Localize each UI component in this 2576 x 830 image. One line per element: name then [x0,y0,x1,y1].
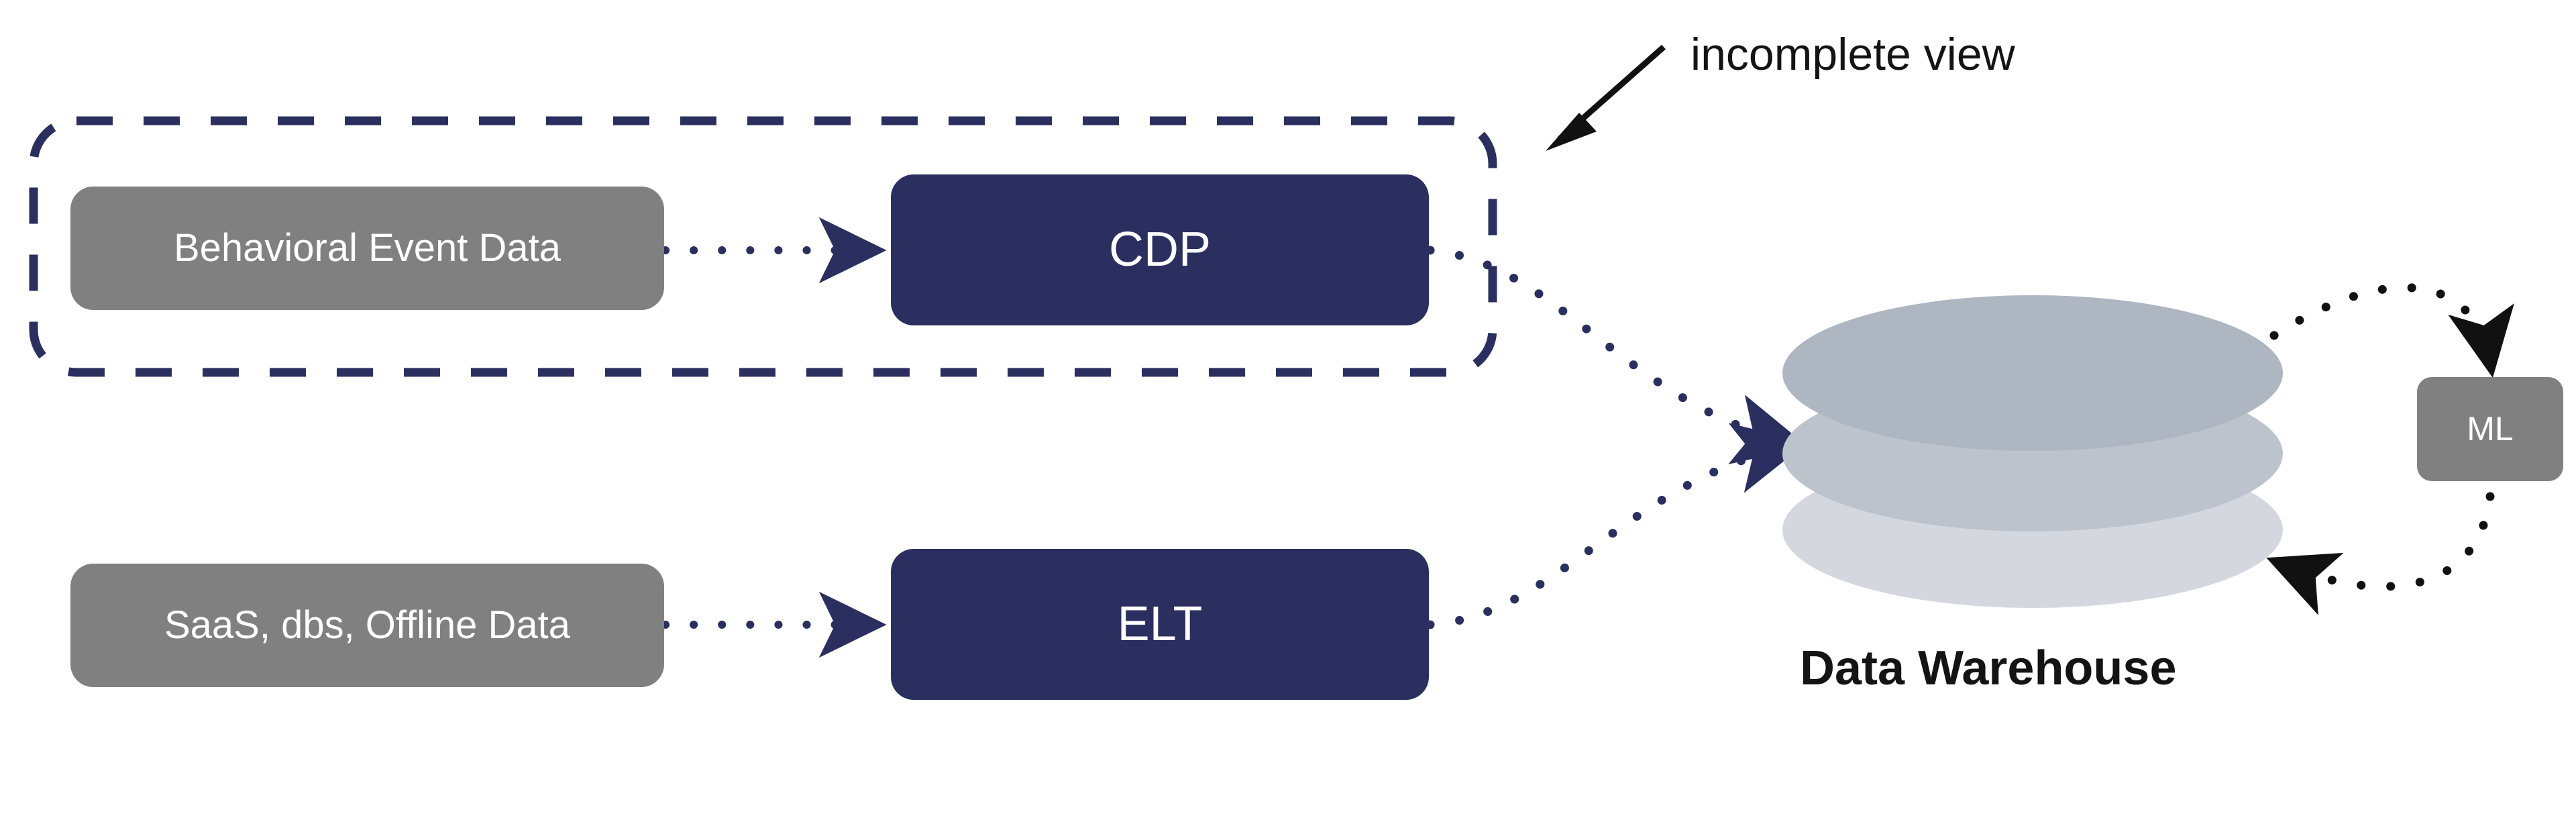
node-cdp[interactable]: CDP [891,174,1429,325]
node-saas-dbs-offline-data-label: SaaS, dbs, Offline Data [164,603,571,647]
edge-elt-to-warehouse [1426,423,1808,629]
annotation-arrow-icon [1546,44,1666,151]
node-behavioral-event-data[interactable]: Behavioral Event Data [70,187,664,310]
node-elt-label: ELT [1117,596,1203,651]
warehouse-layer-top [1782,295,2283,451]
edge-ml-to-warehouse [2266,492,2495,615]
node-ml-label: ML [2467,410,2514,448]
dashed-group-boundary [29,116,1497,377]
node-data-warehouse-label: Data Warehouse [1800,641,2177,695]
incomplete-view-annotation-label: incomplete view [1690,29,2015,80]
node-ml[interactable]: ML [2417,377,2563,481]
node-behavioral-event-data-label: Behavioral Event Data [173,226,561,270]
edge-warehouse-to-ml [2269,283,2514,378]
node-elt[interactable]: ELT [891,549,1429,700]
node-cdp-label: CDP [1108,222,1211,276]
node-saas-dbs-offline-data[interactable]: SaaS, dbs, Offline Data [70,564,664,687]
